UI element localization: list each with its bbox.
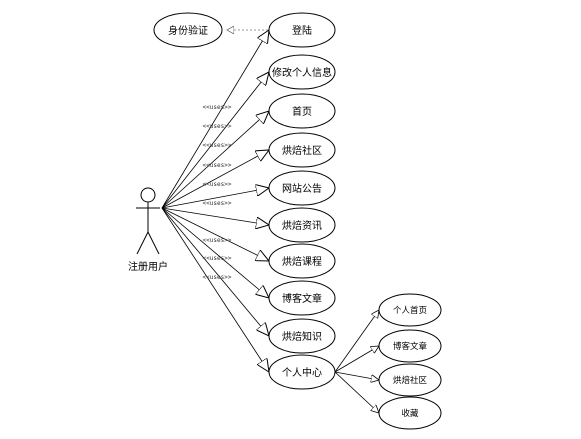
actor-label: 注册用户 xyxy=(128,260,168,273)
actor-left-leg xyxy=(136,231,149,255)
use-case-ellipse xyxy=(378,329,442,363)
use-case-ellipse xyxy=(268,354,336,390)
stereotype-label: <<uses>> xyxy=(203,142,232,149)
association-line-baking-knowledge xyxy=(161,207,269,336)
use-case-auth[interactable]: 身份验证 xyxy=(153,12,223,48)
stereotype-label: <<uses>> xyxy=(203,274,232,281)
stereotype-label: <<uses>> xyxy=(203,237,232,244)
use-case-ellipse xyxy=(268,93,336,129)
stereotype-label: <<uses>> xyxy=(203,181,232,188)
association-line-baking-community xyxy=(161,150,269,209)
sub-association-line-blog-articles-sub xyxy=(334,346,379,373)
use-case-label: 烘焙知识 xyxy=(282,330,322,343)
use-case-label: 登陆 xyxy=(292,24,312,37)
use-case-label: 修改个人信息 xyxy=(272,66,332,79)
use-case-ellipse xyxy=(268,170,336,206)
actor[interactable]: 注册用户 xyxy=(128,187,168,273)
association-line-baking-news xyxy=(161,207,269,225)
use-case-ellipse xyxy=(268,280,336,316)
use-case-ellipse xyxy=(268,132,336,168)
stereotype-label: <<uses>> xyxy=(203,162,232,169)
use-case-ellipse xyxy=(268,207,336,243)
use-case-label: 博客文章 xyxy=(282,292,322,305)
use-case-baking-community[interactable]: 烘焙社区 xyxy=(268,132,336,168)
stereotype-labels: <<uses>> <<uses>> <<uses>> <<uses>> <<uses>>… xyxy=(203,104,232,281)
stereotype-label: <<uses>> xyxy=(203,255,232,262)
sub-association-line-baking-community-sub xyxy=(334,371,379,380)
association-line-personal-center xyxy=(161,207,269,372)
use-case-personal-home[interactable]: 个人首页 xyxy=(378,293,442,327)
use-case-ellipse xyxy=(268,54,336,90)
sub-association-line-personal-home xyxy=(334,310,379,373)
use-case-label: 烘焙资讯 xyxy=(282,219,322,232)
stereotype-label: <<uses>> xyxy=(203,200,232,207)
use-case-baking-news[interactable]: 烘焙资讯 xyxy=(268,207,336,243)
use-case-ellipse xyxy=(268,243,336,279)
use-case-site-announcement[interactable]: 网站公告 xyxy=(268,170,336,206)
use-case-label: 烘焙社区 xyxy=(393,375,428,386)
use-case-ellipse xyxy=(268,12,336,48)
use-case-label: 烘焙社区 xyxy=(282,144,322,157)
use-case-label: 网站公告 xyxy=(282,182,322,195)
use-case-label: 身份验证 xyxy=(168,24,208,37)
use-case-favorites[interactable]: 收藏 xyxy=(378,396,442,430)
association-line-home xyxy=(161,111,269,209)
actor-head xyxy=(140,187,156,203)
stereotype-label: <<uses>> xyxy=(203,104,232,111)
association-line-blog-articles xyxy=(161,207,269,298)
use-case-label: 个人首页 xyxy=(393,305,427,316)
use-case-ellipse xyxy=(268,318,336,354)
sub-association-line-favorites xyxy=(334,371,379,413)
sub-association-lines xyxy=(334,310,379,413)
use-case-label: 收藏 xyxy=(401,408,419,419)
use-case-blog-articles-sub[interactable]: 博客文章 xyxy=(378,329,442,363)
association-lines xyxy=(161,30,269,372)
use-case-label: 烘焙课程 xyxy=(282,255,322,268)
use-case-login[interactable]: 登陆 xyxy=(268,12,336,48)
association-line-login xyxy=(161,30,269,209)
association-line-baking-course xyxy=(161,207,269,261)
use-case-ellipse xyxy=(378,396,442,430)
use-case-label: 首页 xyxy=(292,105,312,118)
use-case-edit-profile[interactable]: 修改个人信息 xyxy=(268,54,336,90)
actor-right-leg xyxy=(147,231,160,255)
use-case-ellipse xyxy=(153,12,223,48)
use-case-label: 博客文章 xyxy=(393,341,428,352)
use-case-ellipse xyxy=(378,363,442,397)
use-case-blog-articles[interactable]: 博客文章 xyxy=(268,280,336,316)
use-case-home[interactable]: 首页 xyxy=(268,93,336,129)
use-case-label: 个人中心 xyxy=(282,366,322,379)
use-case-baking-course[interactable]: 烘焙课程 xyxy=(268,243,336,279)
use-case-baking-community-sub[interactable]: 烘焙社区 xyxy=(378,363,442,397)
association-line-edit-profile xyxy=(161,72,269,209)
use-case-personal-center[interactable]: 个人中心 xyxy=(268,354,336,390)
stereotype-label: <<uses>> xyxy=(203,123,232,130)
use-case-ellipse xyxy=(378,293,442,327)
use-case-baking-knowledge[interactable]: 烘焙知识 xyxy=(268,318,336,354)
association-line-site-announcement xyxy=(161,188,269,209)
